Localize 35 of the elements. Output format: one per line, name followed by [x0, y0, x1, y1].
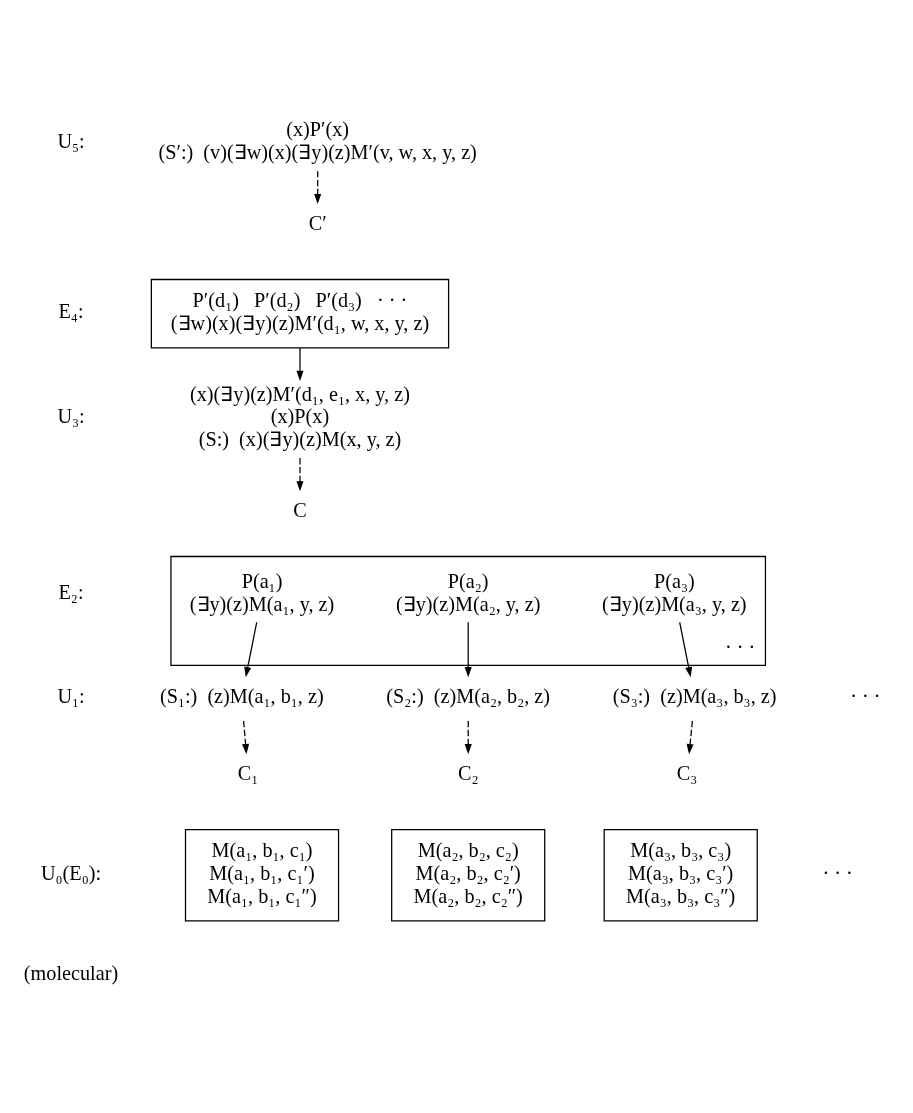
label: (molecular)	[23, 961, 119, 984]
arrow	[464, 621, 472, 678]
node-text: P(a₂) (∃y)(z)M(a₂, y, z)	[395, 569, 541, 615]
label: U₀(E₀):	[40, 862, 102, 885]
node-text: P(a₃) (∃y)(z)M(a₃, y, z)	[602, 569, 747, 615]
arrow	[296, 457, 304, 492]
node-text: (x)P′(x) (S′:) (v)(∃w)(x)(∃y)(z)M′(v, w, x, y, z)	[158, 118, 477, 164]
node-text: P(a₁) (∃y)(z)M(a₁, y, z)	[189, 569, 335, 615]
node-box: M(a₁, b₁, c₁) M(a₁, b₁, c₁′) M(a₁, b₁, c₁″)	[184, 829, 340, 922]
label: E₄:	[58, 300, 84, 323]
arrow	[314, 170, 322, 205]
node-box: M(a₃, b₃, c₃) M(a₃, b₃, c₃′) M(a₃, b₃, c₃″)	[603, 829, 758, 922]
label: · · ·	[822, 862, 853, 885]
node-text: (S₁:) (z)M(a₁, b₁, z)	[159, 684, 324, 707]
node-text: (x)(∃y)(z)M′(d₁, e₁, x, y, z) (x)P(x) (S:) (x)(∃y)(z)M(x, y, z)	[189, 382, 410, 451]
node-text: (S₃:) (z)M(a₃, b₃, z)	[612, 684, 777, 707]
node-text: C′	[308, 211, 327, 234]
node-text: C₂	[457, 762, 479, 785]
label: E₂:	[58, 581, 84, 604]
node-box: M(a₂, b₂, c₂) M(a₂, b₂, c₂′) M(a₂, b₂, c₂″)	[391, 829, 546, 922]
arrow	[464, 720, 472, 755]
node-box: P′(d₁) P′(d₂) P′(d₃) · · · (∃w)(x)(∃y)(z)M′(d₁, w, x, y, z)	[150, 278, 450, 349]
label: U₁:	[57, 684, 85, 707]
node-text: C₃	[676, 762, 698, 785]
label: U₅:	[57, 129, 85, 152]
node-text: C₁	[237, 762, 259, 785]
arrow	[686, 720, 694, 755]
arrow	[244, 621, 258, 678]
label: · · ·	[850, 684, 881, 707]
node-text: (S₂:) (z)M(a₂, b₂, z)	[386, 684, 551, 707]
arrow	[296, 347, 304, 381]
arrow	[242, 720, 250, 755]
arrow	[679, 621, 693, 678]
label: U₃:	[57, 405, 85, 428]
node-text: C	[293, 499, 307, 522]
